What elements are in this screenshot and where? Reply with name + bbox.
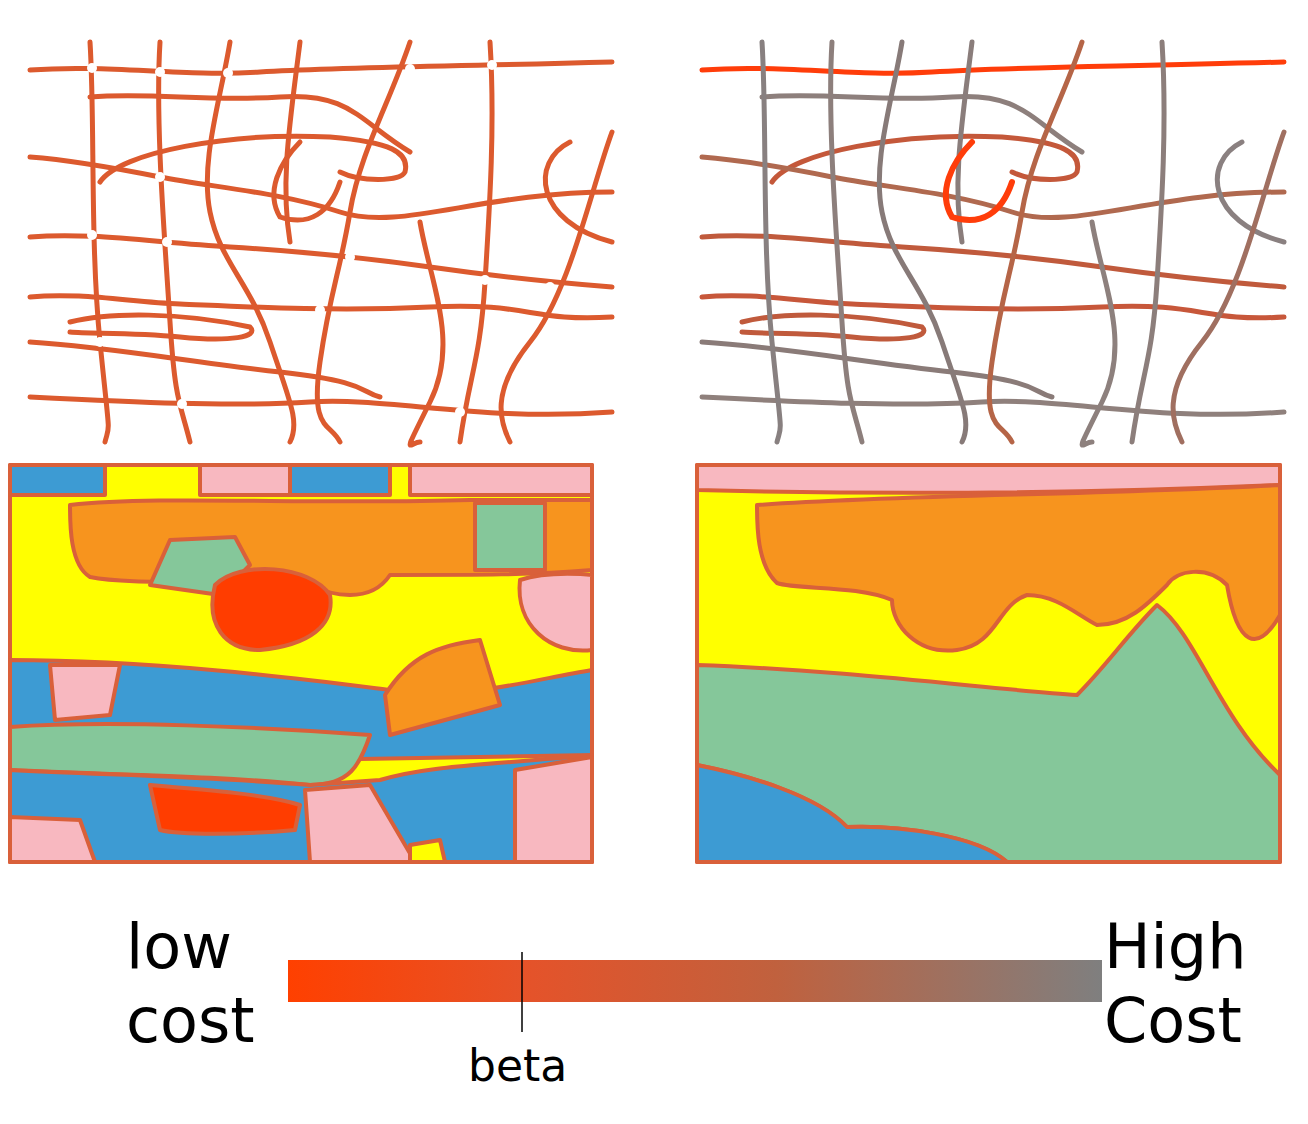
- scale-label: low cost: [126, 910, 296, 1059]
- scale-label: beta: [468, 1040, 608, 1093]
- boundary-map: [30, 42, 612, 445]
- cost-boundary-map: [702, 42, 1284, 445]
- fine-segmentation: [10, 465, 592, 862]
- scale-label: High Cost: [1104, 910, 1304, 1059]
- beta-tick: [521, 952, 523, 1032]
- cost-gradient-bar: [288, 960, 1102, 1002]
- coarse-segmentation: [697, 465, 1280, 862]
